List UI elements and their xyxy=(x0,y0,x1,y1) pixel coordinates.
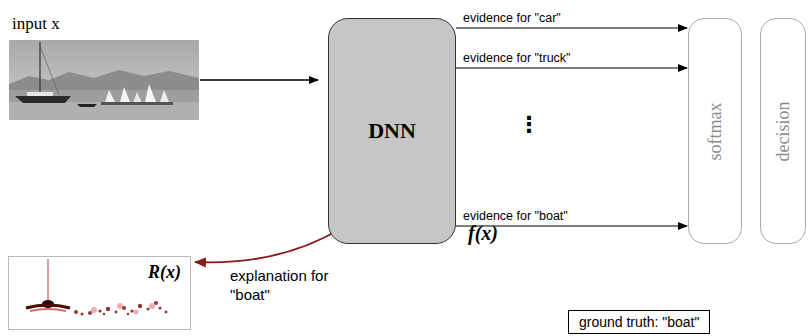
input-photo xyxy=(9,40,199,120)
explanation-caption: explanation for "boat" xyxy=(230,266,350,304)
explanation-arrow xyxy=(195,228,342,262)
node-text: ground truth: "boat" xyxy=(579,314,699,330)
node-text: DNN xyxy=(368,118,416,144)
ground-truth-box: ground truth: "boat" xyxy=(568,310,710,334)
edge-label: evidence for "boat" xyxy=(462,209,569,223)
edge-label: evidence for "car" xyxy=(462,11,562,25)
node-text: decision xyxy=(773,101,794,161)
node-text: softmax xyxy=(705,102,726,160)
network-box: DNN xyxy=(328,18,456,244)
softmax-box: softmax xyxy=(688,18,742,244)
input-arrow xyxy=(200,79,318,81)
explanation-box: R(x) xyxy=(8,256,191,330)
function-label: f(x) xyxy=(468,222,498,245)
decision-box: decision xyxy=(760,18,806,244)
evidence-arrow xyxy=(456,67,687,68)
evidence-arrow xyxy=(456,27,687,28)
input-label: input x xyxy=(12,14,60,34)
node-text: R(x) xyxy=(148,262,181,283)
ellipsis-mark: ⋮ xyxy=(518,112,540,137)
edge-label: evidence for "truck" xyxy=(462,51,572,65)
